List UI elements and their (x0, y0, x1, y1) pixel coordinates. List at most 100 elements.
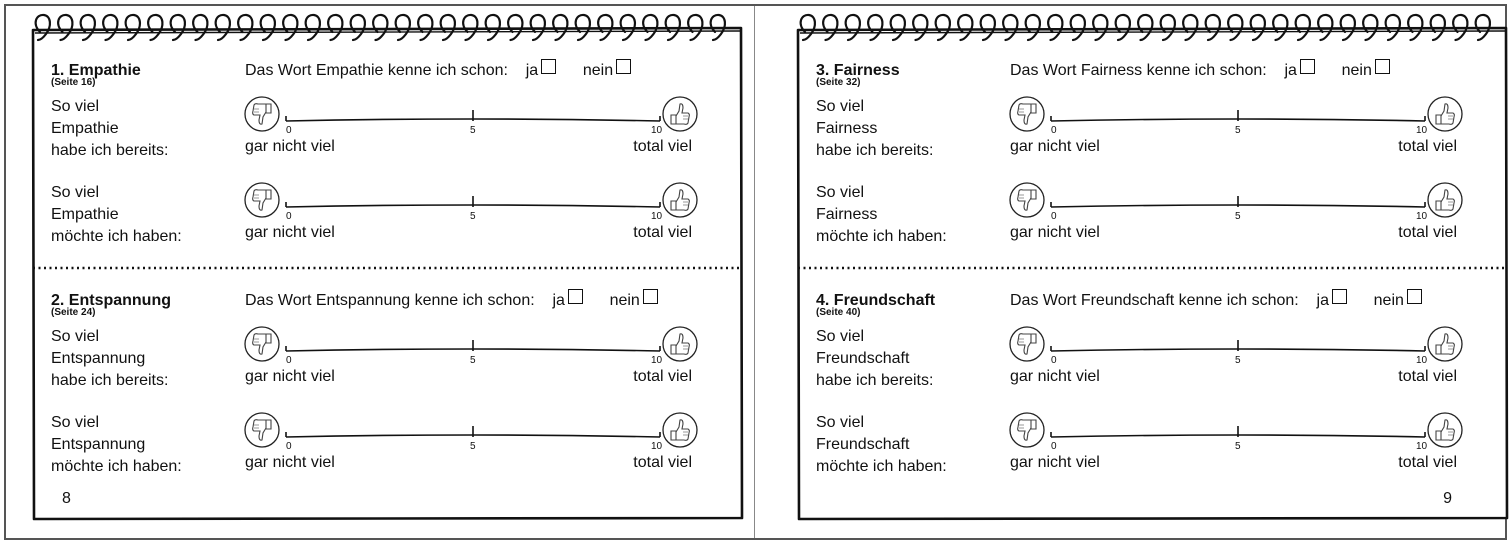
row-label-line: habe ich bereits: (816, 142, 934, 159)
scale-min-label: gar nicht viel (245, 368, 335, 385)
scale-tick-label: 5 (1235, 355, 1241, 366)
scale-tick-label: 0 (286, 211, 292, 222)
scale-tick-label: 5 (470, 355, 476, 366)
scale-tick-label: 10 (651, 441, 663, 452)
thumbs-down-icon (1009, 96, 1045, 132)
row-label-line: habe ich bereits: (51, 372, 169, 389)
row-label-line: So viel (51, 414, 100, 431)
scale-tick-label: 10 (1416, 125, 1428, 136)
scale-min-label: gar nicht viel (1010, 368, 1100, 385)
scale-tick-label: 0 (1051, 125, 1057, 136)
scale-tick-label: 0 (286, 441, 292, 452)
known-word-question: Das Wort Entspannung kenne ich schon: ja… (245, 289, 658, 312)
notebook-border (796, 26, 1509, 521)
page-number: 9 (1443, 490, 1452, 507)
row-label-line: möchte ich haben: (816, 458, 947, 475)
spiral-binding (799, 13, 1491, 42)
section-title: 1. Empathie (51, 62, 141, 79)
scale-tick-label: 5 (1235, 211, 1241, 222)
scale-tick-label: 0 (1051, 441, 1057, 452)
section-title: 4. Freundschaft (816, 292, 936, 309)
section-title: 2. Entspannung (51, 292, 171, 309)
scale-tick-label: 10 (1416, 211, 1428, 222)
known-word-question: Das Wort Fairness kenne ich schon: ja ne… (1010, 59, 1390, 82)
section-title: 3. Fairness (816, 62, 900, 79)
rating-scale[interactable]: 0 5 10 (285, 426, 663, 452)
thumbs-up-icon (662, 412, 698, 448)
thumbs-down-icon (1009, 182, 1045, 218)
scale-min-label: gar nicht viel (245, 138, 335, 155)
row-label-line: möchte ich haben: (51, 228, 182, 245)
no-checkbox[interactable] (642, 289, 658, 304)
thumbs-down-icon (244, 182, 280, 218)
scale-max-label: total viel (633, 454, 692, 471)
scale-tick-label: 0 (286, 125, 292, 136)
question-text: Das Wort Empathie kenne ich schon: (245, 62, 508, 79)
scale-min-label: gar nicht viel (245, 224, 335, 241)
row-label-line: So viel (51, 328, 100, 345)
thumbs-up-icon (1427, 412, 1463, 448)
scale-tick-label: 5 (470, 441, 476, 452)
page-divider (754, 6, 755, 538)
no-label: nein (609, 292, 640, 309)
scale-tick-label: 5 (470, 211, 476, 222)
row-label-line: möchte ich haben: (816, 228, 947, 245)
known-word-question: Das Wort Freundschaft kenne ich schon: j… (1010, 289, 1422, 312)
thumbs-up-icon (1427, 182, 1463, 218)
yes-checkbox[interactable] (567, 289, 583, 304)
section-page-ref: (Seite 32) (816, 77, 861, 88)
scale-tick-label: 0 (1051, 355, 1057, 366)
row-label-line: Empathie (51, 120, 119, 137)
thumbs-up-icon (662, 326, 698, 362)
scale-tick-label: 10 (651, 125, 663, 136)
question-text: Das Wort Freundschaft kenne ich schon: (1010, 292, 1299, 309)
yes-label: ja (552, 292, 565, 309)
no-checkbox[interactable] (1374, 59, 1390, 74)
yes-checkbox[interactable] (541, 59, 557, 74)
no-checkbox[interactable] (1406, 289, 1422, 304)
yes-checkbox[interactable] (1331, 289, 1347, 304)
row-label-line: Fairness (816, 206, 878, 223)
scale-tick-label: 0 (286, 355, 292, 366)
spiral-binding (34, 13, 726, 42)
question-text: Das Wort Fairness kenne ich schon: (1010, 62, 1267, 79)
scale-tick-label: 10 (1416, 441, 1428, 452)
scale-min-label: gar nicht viel (1010, 138, 1100, 155)
row-label-line: Entspannung (51, 436, 146, 453)
no-checkbox[interactable] (616, 59, 632, 74)
scale-max-label: total viel (633, 138, 692, 155)
row-label-line: So viel (816, 328, 865, 345)
yes-label: ja (525, 62, 539, 79)
scale-max-label: total viel (1398, 454, 1457, 471)
thumbs-up-icon (1427, 326, 1463, 362)
section-page-ref: (Seite 16) (51, 77, 96, 88)
thumbs-down-icon (1009, 412, 1045, 448)
rating-scale[interactable]: 0 5 10 (285, 110, 663, 136)
row-label-line: möchte ich haben: (51, 458, 182, 475)
row-label-line: Fairness (816, 120, 878, 137)
row-label-line: So viel (816, 184, 865, 201)
row-label-line: Freundschaft (816, 436, 910, 453)
thumbs-down-icon (1009, 326, 1045, 362)
row-label-line: Freundschaft (816, 350, 910, 367)
thumbs-up-icon (662, 96, 698, 132)
notebook-border (31, 26, 744, 521)
page-number: 8 (62, 490, 71, 507)
scale-tick-label: 5 (470, 125, 476, 136)
no-label: nein (582, 62, 614, 79)
scale-min-label: gar nicht viel (245, 454, 335, 471)
no-label: nein (1373, 292, 1404, 309)
row-label-line: So viel (816, 98, 865, 115)
section-page-ref: (Seite 24) (51, 307, 96, 318)
known-word-question: Das Wort Empathie kenne ich schon: ja ne… (245, 59, 632, 82)
yes-label: ja (1284, 62, 1297, 79)
yes-checkbox[interactable] (1299, 59, 1315, 74)
